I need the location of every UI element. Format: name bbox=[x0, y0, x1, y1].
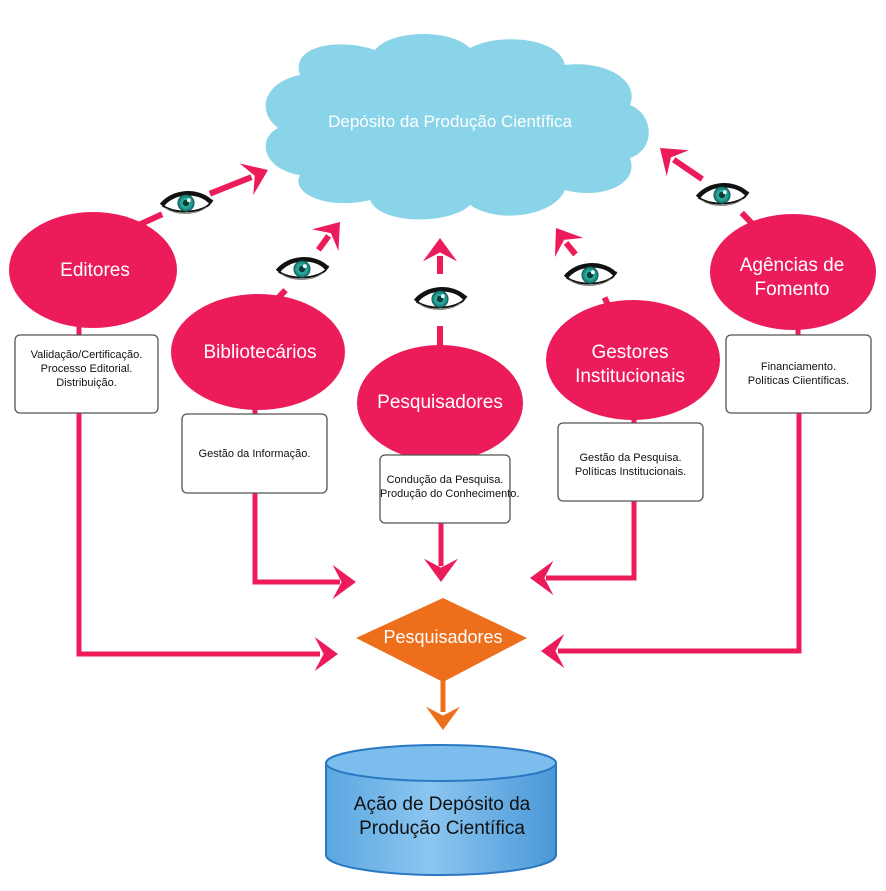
connector-line-agencias-upper bbox=[671, 157, 704, 182]
role-box-editores bbox=[14, 334, 159, 414]
actor-label-line: Institucionais bbox=[575, 366, 685, 387]
arrowhead-editores-to-cloud bbox=[239, 163, 268, 195]
database-label-line: Produção Científica bbox=[359, 818, 525, 839]
actor-label-line: Editores bbox=[60, 260, 130, 281]
actor-ellipse-editores bbox=[9, 212, 177, 328]
arrowhead-pesquisadores-to-hub bbox=[423, 558, 459, 582]
role-line: Financiamento. bbox=[760, 361, 837, 373]
role-line: Gestão da Pesquisa. bbox=[579, 452, 682, 464]
arrowhead-agencias-to-hub bbox=[541, 633, 565, 669]
actor-label-line: Agências de bbox=[739, 255, 845, 276]
actor-label-line: Pesquisadores bbox=[377, 392, 503, 413]
role-box-text-editores: Validação/Certificação. Processo Editori… bbox=[15, 348, 158, 390]
role-line: Distribuição. bbox=[56, 377, 117, 389]
actor-label-bibliotecarios: Bibliotecários bbox=[180, 341, 340, 365]
actor-label-line: Gestores bbox=[591, 342, 669, 363]
actor-ellipse-agencias bbox=[710, 214, 876, 330]
hub-diamond bbox=[356, 598, 527, 682]
actor-ellipse-gestores bbox=[546, 300, 720, 420]
eye-icon bbox=[413, 287, 469, 312]
connector-bibliotecarios-to-hub bbox=[252, 493, 340, 585]
role-line: Produção do Conhecimento. bbox=[380, 488, 520, 500]
arrowhead-bibliotecarios-to-cloud bbox=[311, 222, 340, 251]
eye-icon bbox=[275, 257, 331, 282]
cloud-label: Depósito da Produção Científica bbox=[328, 112, 572, 131]
connector-line-editores-upper bbox=[208, 174, 253, 197]
role-box-text-bibliotecarios: Gestão da Informação. bbox=[182, 447, 327, 461]
role-box-pesquisadores bbox=[379, 454, 511, 524]
role-box-text-pesquisadores: Condução da Pesquisa. Produção do Conhec… bbox=[380, 473, 520, 501]
database-label: Ação de Depósito da Produção Científica bbox=[328, 793, 556, 841]
connector-agencias-to-hub bbox=[558, 413, 802, 654]
connector-editores-to-hub bbox=[76, 413, 320, 657]
arrowhead-gestores-to-hub bbox=[530, 560, 554, 596]
role-line: Condução da Pesquisa. bbox=[386, 474, 504, 486]
actor-label-gestores: Gestores Institucionais bbox=[550, 341, 710, 389]
role-box-text-agencias: Financiamento. Políticas Ciientíficas. bbox=[726, 360, 871, 388]
role-box-text-gestores: Gestão da Pesquisa. Políticas Institucio… bbox=[558, 451, 703, 479]
eye-icon bbox=[159, 191, 215, 216]
cloud-shape bbox=[265, 33, 649, 220]
role-line: Processo Editorial. bbox=[40, 363, 133, 375]
connector-gestores-to-hub bbox=[546, 501, 637, 581]
role-line: Políticas Ciientíficas. bbox=[747, 375, 850, 387]
actor-ellipse-bibliotecarios bbox=[171, 294, 345, 410]
actor-label-line: Fomento bbox=[754, 279, 830, 300]
arrowhead-gestores-to-cloud bbox=[554, 228, 584, 257]
connector-line-gestores-upper bbox=[563, 241, 578, 257]
eye-icon bbox=[695, 183, 751, 208]
actor-label-agencias: Agências de Fomento bbox=[712, 254, 872, 302]
hub-label: Pesquisadores bbox=[383, 627, 503, 647]
arrowhead-pesquisadores-to-cloud bbox=[422, 238, 458, 262]
actor-label-line: Bibliotecários bbox=[203, 342, 317, 363]
actor-label-pesquisadores: Pesquisadores bbox=[360, 391, 520, 415]
database-label-line: Ação de Depósito da bbox=[353, 794, 531, 815]
arrowhead-editores-to-hub bbox=[314, 636, 338, 672]
arrowhead-hub-to-database bbox=[425, 706, 461, 730]
role-box-gestores bbox=[557, 422, 704, 502]
arrowhead-bibliotecarios-to-hub bbox=[332, 564, 356, 600]
actor-label-editores: Editores bbox=[20, 259, 170, 283]
actor-ellipse-pesquisadores bbox=[357, 345, 523, 461]
role-line: Políticas Institucionais. bbox=[574, 466, 687, 478]
database-top bbox=[325, 744, 557, 782]
database-body bbox=[325, 762, 557, 876]
connector-line-bibliotecarios-upper bbox=[316, 234, 332, 252]
role-line: Validação/Certificação. bbox=[30, 349, 143, 361]
role-line: Gestão da Informação. bbox=[198, 448, 311, 460]
role-box-agencias bbox=[725, 334, 872, 414]
arrowhead-agencias-to-cloud bbox=[660, 148, 689, 177]
eye-icon bbox=[563, 263, 619, 288]
role-box-bibliotecarios bbox=[181, 413, 328, 494]
